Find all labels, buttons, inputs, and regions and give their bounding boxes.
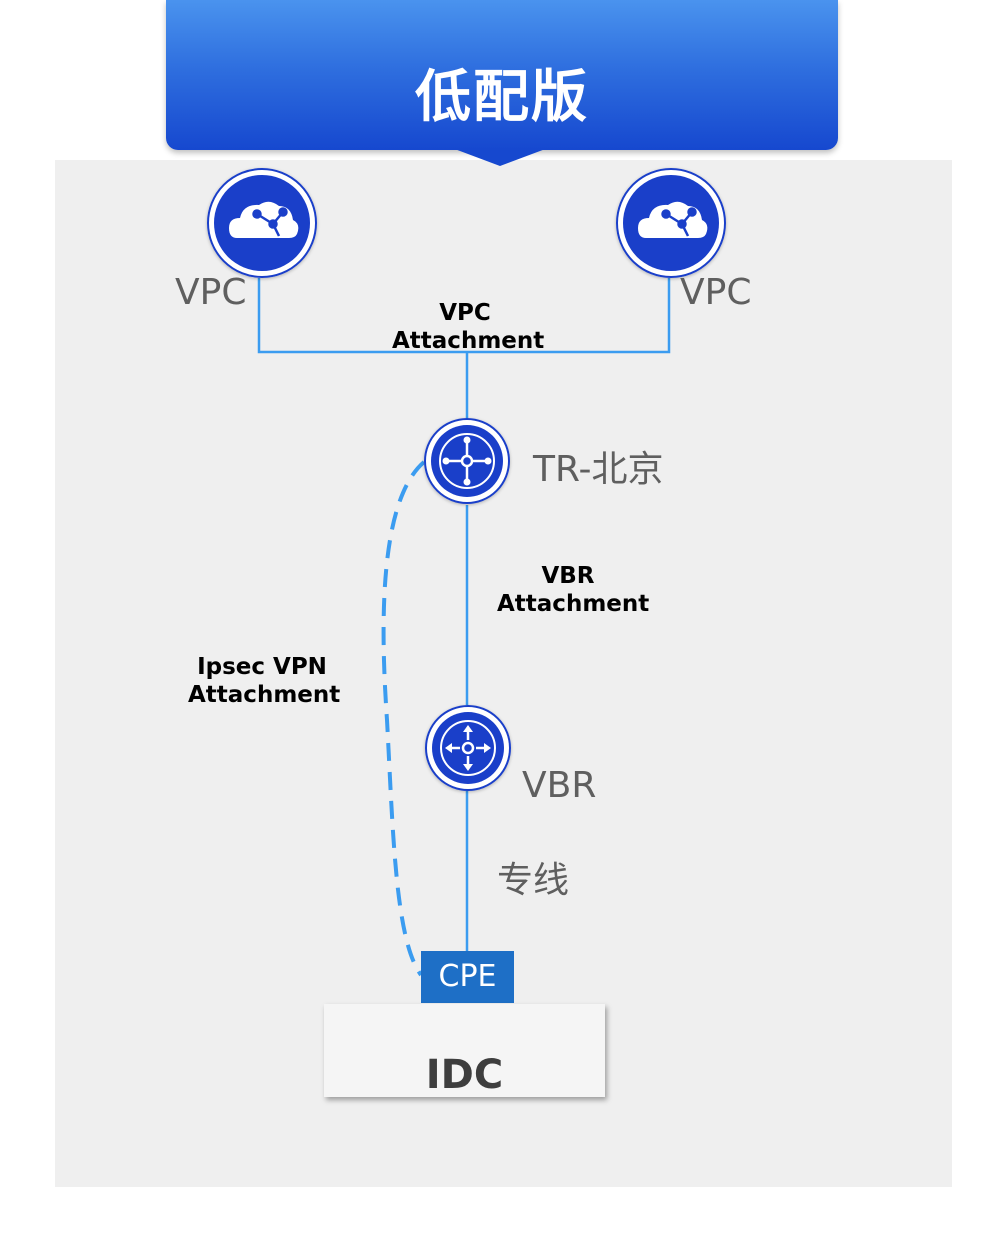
header-title: 低配版	[415, 65, 589, 130]
header-banner	[166, 0, 838, 150]
idc-label: IDC	[425, 1052, 504, 1098]
idc-box[interactable]: IDC	[324, 1004, 605, 1098]
transit-router-icon	[424, 418, 510, 504]
vpc-attachment-label: VPC Attachment	[392, 299, 545, 355]
ipsec-attachment-label: Ipsec VPN Attachment	[188, 653, 341, 709]
tr-label: TR-北京	[533, 449, 664, 490]
leased-line-label: 专线	[497, 860, 570, 901]
vbr-attachment-line1: VBR	[541, 563, 595, 589]
vpc-right-node[interactable]	[616, 168, 726, 278]
vbr-attachment-label: VBR Attachment	[497, 562, 650, 618]
vpc-left-link	[257, 278, 467, 354]
cpe-box[interactable]: CPE	[421, 951, 514, 1003]
vpc-left-node[interactable]	[207, 168, 317, 278]
vpc-attachment-line1: VPC	[439, 300, 491, 326]
ipsec-attachment-line1: Ipsec VPN	[197, 654, 327, 680]
header-pointer	[452, 148, 548, 166]
vbr-node[interactable]	[425, 705, 511, 791]
tr-node[interactable]	[424, 418, 510, 504]
ipsec-vpn-link	[381, 460, 426, 977]
vbr-label: VBR	[522, 765, 597, 806]
ipsec-attachment-line2: Attachment	[188, 682, 341, 708]
vpc-attachment-line2: Attachment	[392, 328, 545, 354]
virtual-border-router-icon	[425, 705, 511, 791]
vbr-attachment-line2: Attachment	[497, 591, 650, 617]
vpc-right-label: VPC	[680, 272, 752, 313]
cloud-network-icon	[616, 168, 726, 278]
vpc-left-label: VPC	[175, 272, 247, 313]
vpc-right-link	[467, 278, 671, 354]
cloud-network-icon	[207, 168, 317, 278]
